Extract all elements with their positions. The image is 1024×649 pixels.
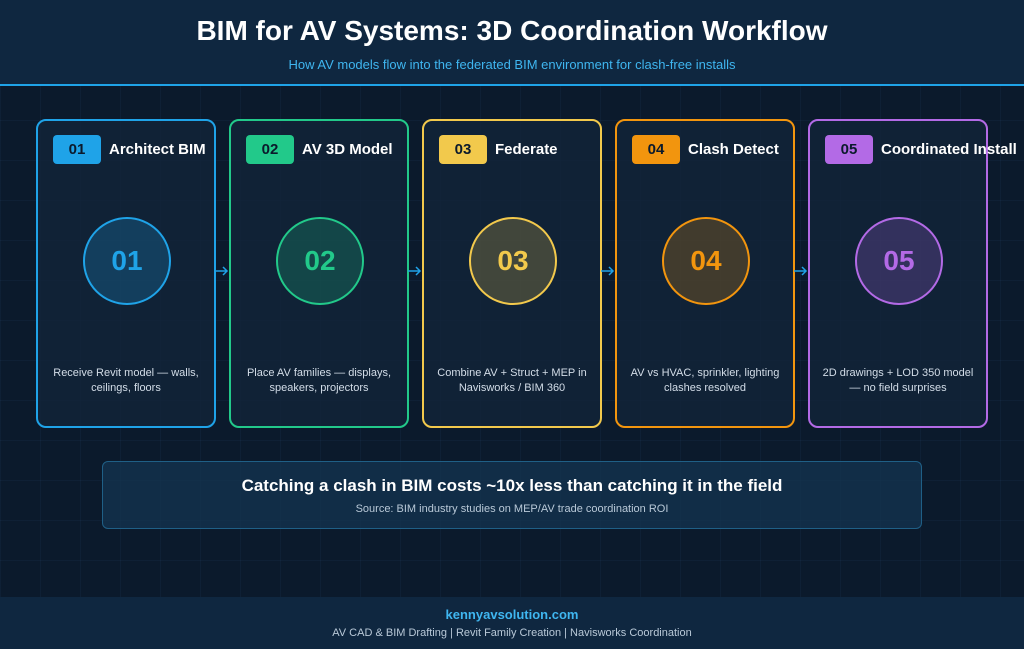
step-number-circle: 01 [83,217,171,305]
step-badge: 01 [53,135,101,164]
callout-headline: Catching a clash in BIM costs ~10x less … [241,476,783,495]
step-badge: 04 [632,135,680,164]
step-number-circle: 04 [662,217,750,305]
step-number-circle: 05 [855,217,943,305]
workflow-step-5: 05 Coordinated Install 05 2D drawings + … [808,119,1017,428]
step-title: Clash Detect [688,141,779,158]
page-subtitle: How AV models flow into the federated BI… [288,57,736,72]
step-badge: 03 [439,135,487,164]
footer-website-link[interactable]: kennyavsolution.com [445,607,579,622]
arrow-right-icon [215,266,229,276]
workflow-step-4: 04 Clash Detect 04 AV vs HVAC, sprinkler… [615,119,795,428]
step-description: AV vs HVAC, sprinkler, lighting clashes … [630,367,780,394]
step-title: AV 3D Model [302,141,393,158]
step-number-circle: 03 [469,217,557,305]
step-title: Coordinated Install [881,141,1017,158]
footer-services: AV CAD & BIM Drafting | Revit Family Cre… [332,627,692,639]
step-description: Receive Revit model — walls, ceilings, f… [53,367,199,394]
arrow-right-icon [408,266,422,276]
cost-callout-box: Catching a clash in BIM costs ~10x less … [102,461,922,529]
step-description: Combine AV + Struct + MEP in Navisworks … [437,367,587,394]
workflow-step-3: 03 Federate 03 Combine AV + Struct + MEP… [422,119,602,428]
step-number-circle: 02 [276,217,364,305]
arrow-right-icon [601,266,615,276]
header-banner: BIM for AV Systems: 3D Coordination Work… [0,0,1024,86]
step-badge: 05 [825,135,873,164]
workflow-step-2: 02 AV 3D Model 02 Place AV families — di… [229,119,409,428]
arrow-right-icon [794,266,808,276]
step-description: Place AV families — displays, speakers, … [246,367,392,394]
step-badge: 02 [246,135,294,164]
callout-source: Source: BIM industry studies on MEP/AV t… [355,503,669,515]
step-title: Federate [495,141,558,158]
page-title: BIM for AV Systems: 3D Coordination Work… [196,15,828,46]
step-description: 2D drawings + LOD 350 model — no field s… [822,367,974,394]
footer-banner: kennyavsolution.com AV CAD & BIM Draftin… [0,597,1024,649]
step-title: Architect BIM [109,141,206,158]
workflow-step-1: 01 Architect BIM 01 Receive Revit model … [36,119,216,428]
